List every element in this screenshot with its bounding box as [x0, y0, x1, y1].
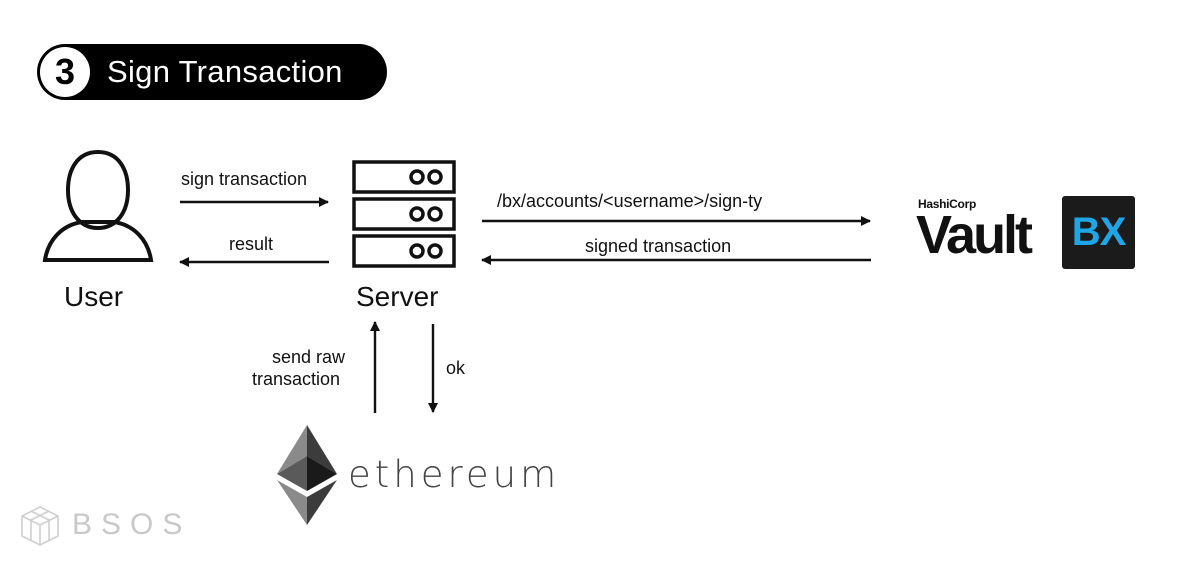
- bsos-logo-icon: [21, 506, 59, 546]
- user-icon: [42, 149, 154, 262]
- hashicorp-wordmark: HashiCorp: [918, 197, 976, 211]
- edge-label-result: result: [229, 234, 274, 254]
- edge-label-vault-request: /bx/accounts/<username>/sign-ty: [497, 191, 763, 211]
- step-number: 3: [40, 47, 90, 97]
- ethereum-wordmark: ethereum: [348, 453, 561, 496]
- vault-wordmark: Vault: [916, 205, 1033, 265]
- server-icon: [352, 160, 456, 268]
- edge-label-sign-transaction: sign transaction: [181, 169, 308, 189]
- edge-label-signed-transaction: signed transaction: [585, 236, 732, 256]
- edge-label-send-raw-line2: transaction: [252, 369, 341, 389]
- step-title-pill: 3 Sign Transaction: [37, 44, 387, 100]
- bx-logo: BX: [1062, 196, 1135, 269]
- bsos-watermark: BSOS: [72, 508, 192, 541]
- user-label: User: [64, 281, 124, 312]
- edge-label-ok: ok: [446, 358, 466, 378]
- ethereum-logo-icon: [277, 425, 337, 525]
- page-title: Sign Transaction: [107, 54, 343, 89]
- edge-label-send-raw-line1: send raw: [272, 347, 346, 367]
- server-label: Server: [356, 281, 439, 312]
